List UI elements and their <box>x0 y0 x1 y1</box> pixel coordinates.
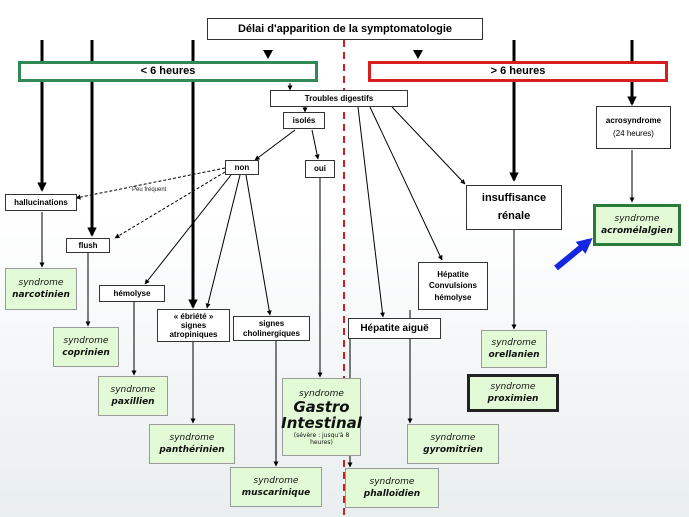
syndrome-name: phalloïdien <box>363 489 421 499</box>
node-hallucinations: hallucinations <box>5 194 77 211</box>
node-isoles: isolés <box>283 112 325 129</box>
syndrome-keyword: syndrome <box>63 335 109 346</box>
arrow-title-left <box>263 50 273 59</box>
syndrome-muscarinique: syndrome muscarinique <box>230 467 322 507</box>
syndrome-name: narcotinien <box>12 290 70 300</box>
node-non: non <box>225 160 259 175</box>
syndrome-gastro-note: (sévère : jusqu'à 8 heures) <box>293 431 350 446</box>
syndrome-keyword: syndrome <box>169 432 215 443</box>
node-hepatite-convulsions: Hépatite Convulsions hémolyse <box>418 262 488 310</box>
syndrome-name: proximien <box>487 394 539 404</box>
branch-under-6h: < 6 heures <box>18 61 318 82</box>
node-hepatite-aigue-label: Hépatite aiguë <box>360 322 429 334</box>
syndrome-coprinien: syndrome coprinien <box>53 327 119 367</box>
node-insuffisance-label: insuffisance rénale <box>481 191 547 222</box>
syndrome-paxillien: syndrome paxillien <box>98 376 168 416</box>
node-troubles-digestifs-label: Troubles digestifs <box>304 93 374 103</box>
syndrome-narcotinien: syndrome narcotinien <box>5 268 77 310</box>
diagram-title-text: Délai d'apparition de la symptomatologie <box>237 22 453 35</box>
syndrome-proximien: syndrome proximien <box>467 374 559 412</box>
syndrome-orellanien: syndrome orellanien <box>481 330 547 368</box>
syndrome-keyword: syndrome <box>614 213 660 224</box>
node-non-label: non <box>234 162 250 172</box>
peu-frequent-label: Peu fréquent <box>130 187 169 193</box>
node-acrosyndrome-label: acrosyndrome <box>605 115 662 125</box>
node-insuffisance-renale: insuffisance rénale <box>466 185 562 230</box>
syndrome-keyword: syndrome <box>369 476 415 487</box>
syndrome-name: muscarinique <box>241 488 311 498</box>
syndrome-name: acromélalgien <box>601 226 673 236</box>
syndrome-acromelalgien: syndrome acromélalgien <box>593 204 681 246</box>
node-acrosyndrome-delay: (24 heures) <box>613 128 654 138</box>
highlight-arrow <box>554 238 593 271</box>
syndrome-name: panthérinien <box>159 445 225 455</box>
node-ebriete-label: « ébriété » signes atropiniques <box>169 311 218 340</box>
node-hemolyse-line: hémolyse <box>434 292 472 302</box>
node-hemolyse-label: hémolyse <box>113 288 151 298</box>
syndrome-gastro-intestinal: syndrome Gastro Intestinal (sévère : jus… <box>281 378 362 456</box>
node-flush: flush <box>66 238 110 253</box>
arrow-troubles-insuffisance <box>391 106 466 185</box>
syndrome-name: orellanien <box>488 350 540 360</box>
arrow-non <box>254 129 296 161</box>
syndrome-pantherinien: syndrome panthérinien <box>149 424 235 464</box>
arrow-non-hemolyse <box>144 174 232 285</box>
syndrome-phalloidien: syndrome phalloïdien <box>345 468 439 508</box>
branch-over-6h-label: > 6 heures <box>490 65 546 78</box>
arrow-title-right <box>413 50 423 59</box>
node-hallucinations-label: hallucinations <box>14 197 68 207</box>
arrow-peu-frequent-flush <box>114 171 226 239</box>
syndrome-keyword: syndrome <box>110 384 156 395</box>
node-hemolyse: hémolyse <box>99 285 165 302</box>
syndrome-name: gyromitrien <box>423 445 483 455</box>
node-acrosyndrome: acrosyndrome (24 heures) <box>596 106 671 149</box>
node-hepatite-aigue: Hépatite aiguë <box>348 318 441 339</box>
diagram-title: Délai d'apparition de la symptomatologie <box>207 18 483 40</box>
arrow-oui <box>311 129 320 160</box>
syndrome-keyword: syndrome <box>253 475 299 486</box>
branch-over-6h: > 6 heures <box>368 61 668 82</box>
syndrome-keyword: syndrome <box>491 337 537 348</box>
node-cholinergiques-label: signes cholinergiques <box>243 319 300 338</box>
syndrome-name: paxillien <box>111 397 155 407</box>
node-oui: oui <box>305 160 335 178</box>
syndrome-keyword: syndrome <box>490 381 536 392</box>
arrow-non-ebriete <box>205 174 241 309</box>
node-flush-label: flush <box>78 240 98 250</box>
arrow-hepatite-aigue <box>357 106 385 318</box>
arrow-hepatite-convulsions <box>369 106 443 261</box>
arrow-peu-frequent-hallucinations <box>75 167 226 200</box>
node-oui-label: oui <box>314 164 326 174</box>
syndrome-keyword: syndrome <box>18 277 64 288</box>
syndrome-keyword: syndrome <box>299 388 344 399</box>
node-convulsions-line: Convulsions <box>428 281 477 291</box>
node-hepatite-line: Hépatite <box>437 269 469 279</box>
node-ebriete-atropiniques: « ébriété » signes atropiniques <box>157 309 230 342</box>
node-cholinergiques: signes cholinergiques <box>233 316 310 341</box>
syndrome-name: coprinien <box>62 348 110 358</box>
node-troubles-digestifs: Troubles digestifs <box>270 90 408 107</box>
arrow-non-cholinergiques <box>245 174 272 316</box>
syndrome-gyromitrien: syndrome gyromitrien <box>407 424 499 464</box>
syndrome-name: Gastro Intestinal <box>281 398 362 432</box>
syndrome-keyword: syndrome <box>430 432 476 443</box>
node-isoles-label: isolés <box>292 115 316 125</box>
branch-under-6h-label: < 6 heures <box>140 65 196 78</box>
